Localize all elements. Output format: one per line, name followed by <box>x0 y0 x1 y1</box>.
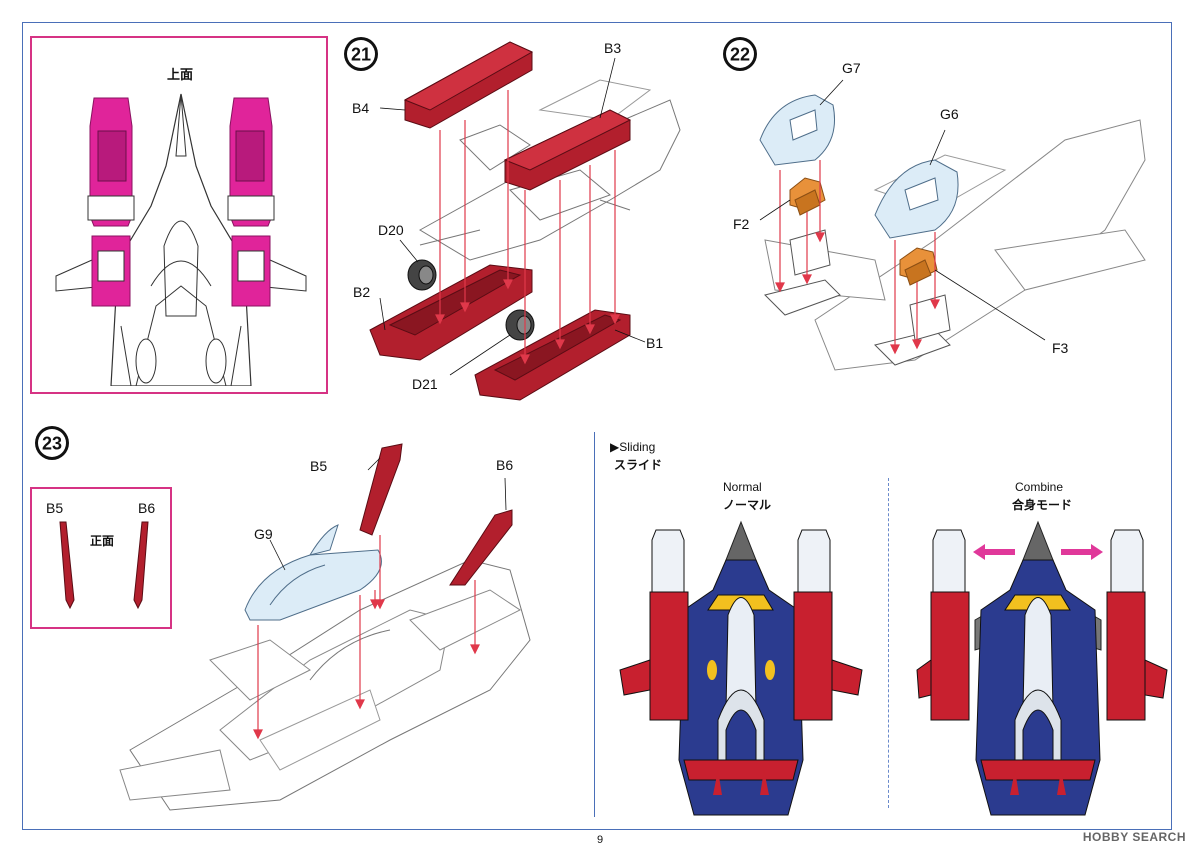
front-label-b5: B5 <box>46 500 64 516</box>
page-frame <box>22 22 1172 830</box>
section-divider <box>594 432 595 817</box>
step-21-number: 21 <box>351 45 371 65</box>
label-b1: B1 <box>646 335 664 351</box>
label-b4: B4 <box>352 100 370 116</box>
sliding-title-jp: スライド <box>614 458 663 472</box>
front-view-title: 正面 <box>90 534 115 548</box>
label-d20: D20 <box>378 222 404 238</box>
step-23-number: 23 <box>42 434 62 454</box>
combine-label-jp: 合身モード <box>1012 498 1073 512</box>
label-f3: F3 <box>1052 340 1069 356</box>
label-b5: B5 <box>310 458 328 474</box>
combine-mode-jet <box>916 520 1168 816</box>
label-b2: B2 <box>353 284 371 300</box>
step-23-illustration <box>119 443 531 811</box>
label-b3: B3 <box>604 40 622 56</box>
normal-label-en: Normal <box>723 480 762 494</box>
front-view-box <box>30 487 172 629</box>
step-22-badge: 22 <box>723 37 757 71</box>
label-g6: G6 <box>940 106 959 122</box>
top-view-title: 上面 <box>167 67 194 82</box>
sliding-title-en: ▶Sliding <box>610 440 656 454</box>
label-b6: B6 <box>496 457 514 473</box>
top-view-box <box>30 36 328 394</box>
step-21-badge: 21 <box>344 37 378 71</box>
front-view-parts <box>59 521 149 610</box>
label-g7: G7 <box>842 60 861 76</box>
combine-label-en: Combine <box>1015 480 1064 494</box>
top-view-illustration <box>55 93 307 386</box>
mode-divider <box>888 478 889 808</box>
page-number: 9 <box>596 834 604 846</box>
step-22-illustration <box>759 79 1146 371</box>
step-21-illustration <box>369 41 681 401</box>
step-22-number: 22 <box>730 45 750 65</box>
normal-label-jp: ノーマル <box>723 498 772 512</box>
watermark: HOBBY SEARCH <box>1082 830 1186 844</box>
label-d21: D21 <box>412 376 438 392</box>
normal-mode-jet <box>619 520 863 816</box>
front-label-b6: B6 <box>138 500 156 516</box>
step-23-badge: 23 <box>35 426 69 460</box>
label-g9: G9 <box>254 526 273 542</box>
label-f2: F2 <box>733 216 750 232</box>
